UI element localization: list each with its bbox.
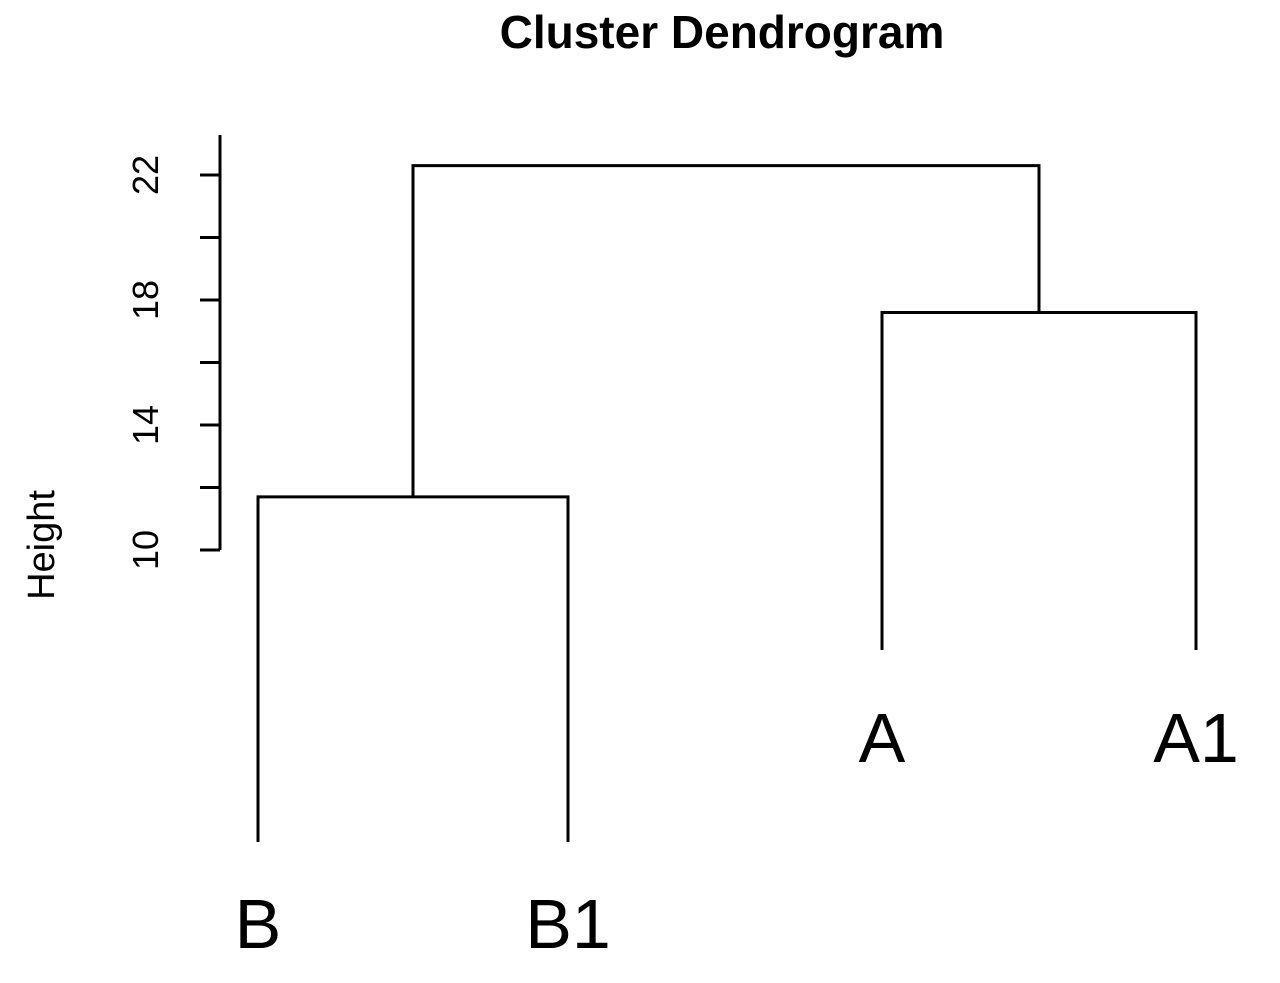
- merge-branch-1: [256, 495, 570, 842]
- y-tick-label-22: 22: [125, 155, 166, 195]
- leaf-label-b1: B1: [525, 885, 611, 963]
- merge-branch-3: [411, 164, 1041, 497]
- chart-title: Cluster Dendrogram: [500, 6, 945, 58]
- leaf-label-a: A: [859, 699, 906, 777]
- y-axis-label: Height: [21, 490, 63, 600]
- leaf-label-a1: A1: [1153, 699, 1239, 777]
- y-tick-label-18: 18: [125, 280, 166, 320]
- merge-branch-2: [880, 311, 1198, 650]
- y-axis-ticks: 10 14 18 22: [125, 155, 220, 570]
- y-tick-label-10: 10: [125, 530, 166, 570]
- dendrogram-branches: [256, 164, 1198, 842]
- leaf-label-b: B: [235, 885, 282, 963]
- y-tick-label-14: 14: [125, 405, 166, 445]
- leaf-labels: B B1 A A1: [235, 699, 1239, 963]
